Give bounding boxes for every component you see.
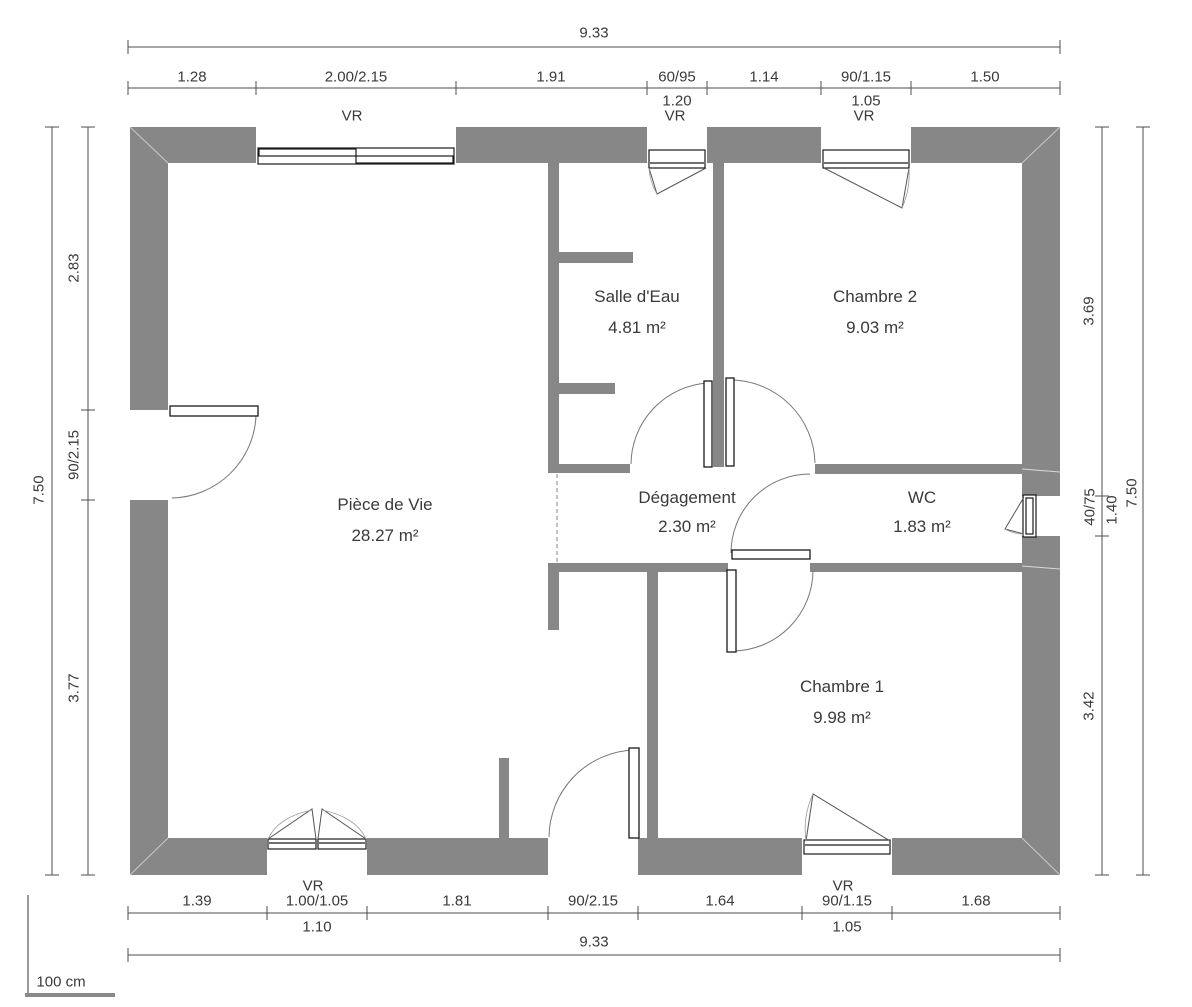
window-100-105-bottom <box>267 808 367 850</box>
vr-label-top-0: VR <box>341 107 363 125</box>
dim-line-top-overall <box>127 40 1061 54</box>
room-area: 9.03 m² <box>846 318 904 337</box>
room-name: WC <box>907 488 937 507</box>
dim-line-right-segments <box>1095 126 1109 876</box>
room-label-degagement: Dégagement 2.30 m² <box>638 483 735 541</box>
vr-label-top-2: VR <box>853 107 875 125</box>
dim-right-overall: 7.50 <box>1123 478 1141 508</box>
window-90-115-bottom <box>803 793 891 855</box>
dim-right-seg-1: 40/75 <box>1081 488 1099 526</box>
dim-top-seg-1: 2.00/2.15 <box>324 68 388 86</box>
room-name: Chambre 1 <box>799 677 885 696</box>
dim-line-top-segments <box>127 81 1061 95</box>
dim-bottom-overall: 9.33 <box>579 933 609 951</box>
room-area: 2.30 m² <box>658 517 716 536</box>
vr-label-bottom-1: VR <box>832 877 854 895</box>
vr-label-top-1: VR <box>664 107 686 125</box>
dim-line-left-overall <box>45 126 59 876</box>
window-90-115-top <box>822 149 910 209</box>
door-wc <box>730 473 811 560</box>
room-name: Salle d'Eau <box>594 287 680 306</box>
dim-line-right-overall <box>1136 126 1150 876</box>
room-label-chambre-2: Chambre 2 9.03 m² <box>833 281 917 343</box>
dim-left-seg-1: 90/2.15 <box>65 429 83 481</box>
door-entry-left <box>169 405 259 499</box>
room-area: 4.81 m² <box>608 318 666 337</box>
interior-walls <box>499 163 1022 838</box>
dim-right-seg-2: 3.42 <box>1080 691 1098 721</box>
dim-top-seg-4: 1.14 <box>749 68 779 86</box>
room-name: Dégagement <box>638 488 736 507</box>
dim-bottom-sill-1: 1.05 <box>832 918 862 936</box>
door-entry-bottom <box>548 747 640 839</box>
dim-left-seg-0: 2.83 <box>65 253 83 283</box>
wall-corner-joints <box>129 126 1061 876</box>
dim-right-seg-0: 3.69 <box>1080 296 1098 326</box>
door-chambre-1 <box>726 569 814 653</box>
dim-top-sill-0: 1.20 <box>662 92 692 110</box>
dim-line-bottom-segments <box>127 906 1061 920</box>
room-label-salle-eau: Salle d'Eau 4.81 m² <box>594 281 679 343</box>
dim-bottom-sill-0: 1.10 <box>302 918 332 936</box>
dim-left-overall: 7.50 <box>30 475 48 505</box>
door-salle-eau <box>630 380 713 468</box>
room-name: Pièce de Vie <box>337 495 433 514</box>
dim-right-sill-0: 1.40 <box>1103 495 1121 525</box>
dim-bottom-seg-2: 1.81 <box>442 892 472 910</box>
dim-top-overall: 9.33 <box>579 24 609 42</box>
exterior-walls <box>130 127 1060 875</box>
dim-top-seg-3: 60/95 <box>658 68 696 86</box>
dim-left-seg-2: 3.77 <box>65 673 83 703</box>
dim-top-seg-0: 1.28 <box>177 68 207 86</box>
doors <box>169 377 816 839</box>
dimension-lines <box>45 40 1150 962</box>
scale-bar-label: 100 cm <box>36 973 86 991</box>
dim-top-sill-1: 1.05 <box>851 92 881 110</box>
room-name: Chambre 2 <box>832 287 918 306</box>
room-area: 1.83 m² <box>893 517 951 536</box>
window-sliding-top <box>257 147 455 165</box>
dim-bottom-seg-6: 1.68 <box>961 892 991 910</box>
dim-line-left-segments <box>81 126 95 876</box>
dim-bottom-seg-3: 90/2.15 <box>567 892 619 910</box>
room-label-wc: WC 1.83 m² <box>893 483 951 541</box>
vr-label-bottom-0: VR <box>302 877 324 895</box>
room-label-chambre-1: Chambre 1 9.98 m² <box>800 671 884 733</box>
dim-top-seg-2: 1.91 <box>536 68 566 86</box>
dim-top-seg-6: 1.50 <box>970 68 1000 86</box>
dim-bottom-seg-0: 1.39 <box>182 892 212 910</box>
window-40-75-wc <box>1004 494 1037 538</box>
scale-bar <box>25 895 115 997</box>
dim-bottom-seg-1: 1.00/1.05 <box>285 892 349 910</box>
extension-lines <box>1021 468 1061 570</box>
door-chambre-2 <box>725 377 816 467</box>
room-area: 28.27 m² <box>351 526 419 545</box>
room-area: 9.98 m² <box>813 708 871 727</box>
dim-bottom-seg-4: 1.64 <box>705 892 735 910</box>
windows <box>257 147 1037 855</box>
window-60-95-top <box>648 149 707 195</box>
dim-top-seg-5: 90/1.15 <box>840 68 892 86</box>
dim-line-bottom-overall <box>127 948 1061 962</box>
dim-bottom-seg-5: 90/1.15 <box>821 892 873 910</box>
room-label-piece-de-vie: Pièce de Vie 28.27 m² <box>337 489 432 551</box>
